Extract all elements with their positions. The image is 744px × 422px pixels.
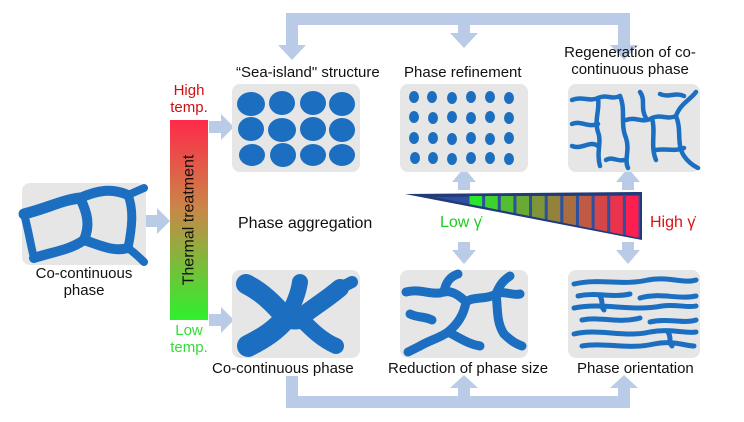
wedge-segment [532, 196, 545, 220]
label-thermal-treatment: Thermal treatment [180, 154, 198, 286]
wedge-segment [563, 196, 576, 226]
label-high-shear: High γ̇ [650, 214, 696, 231]
left-to-thermal-arrow [145, 208, 170, 234]
label-low-shear: Low γ̇ [440, 214, 482, 231]
thermal-to-top-arrow [209, 114, 234, 140]
panel-phase-refinement [400, 84, 528, 172]
wedge-segment [485, 196, 498, 210]
label-phase-refinement: Phase refinement [404, 64, 522, 81]
wedge-segment [469, 196, 483, 207]
regeneration-morphology [569, 89, 701, 171]
label-high-temp: High temp. [170, 82, 208, 116]
wedge-segment [516, 196, 530, 216]
label-regeneration: Regeneration of co-continuous phase [564, 44, 696, 78]
thermal-gradient-bar [170, 120, 208, 320]
bottom-co-continuous-morphology [236, 274, 358, 357]
top-connector-arrow [278, 13, 638, 60]
label-orientation: Phase orientation [577, 360, 694, 377]
orientation-morphology [571, 276, 699, 349]
wedge-segment [610, 196, 623, 235]
wedge-segment [594, 196, 608, 232]
panel-orientation [568, 270, 700, 358]
phase-refinement-morphology [409, 91, 514, 165]
label-reduction: Reduction of phase size [388, 360, 549, 377]
wedge-segment [547, 196, 561, 223]
bottom-connector-arrow [286, 375, 638, 408]
wedge-segment [500, 196, 514, 213]
shear-rate-wedge [405, 192, 642, 240]
reduction-morphology [401, 269, 527, 357]
left-co-continuous-morphology [18, 184, 148, 266]
label-co-continuous-bottom: Co-continuous phase [212, 360, 354, 377]
label-low-temp: Low temp. [170, 322, 208, 356]
sea-island-morphology [237, 91, 355, 167]
label-phase-aggregation: Phase aggregation [238, 215, 373, 232]
wedge-segment [578, 196, 592, 229]
label-co-continuous-left: Co-continuous phase [35, 265, 133, 299]
thermal-to-bottom-arrow [209, 307, 234, 333]
wedge-segment [625, 196, 639, 238]
label-sea-island: “Sea-island" structure [236, 64, 380, 81]
vertical-shear-arrows [452, 168, 640, 264]
